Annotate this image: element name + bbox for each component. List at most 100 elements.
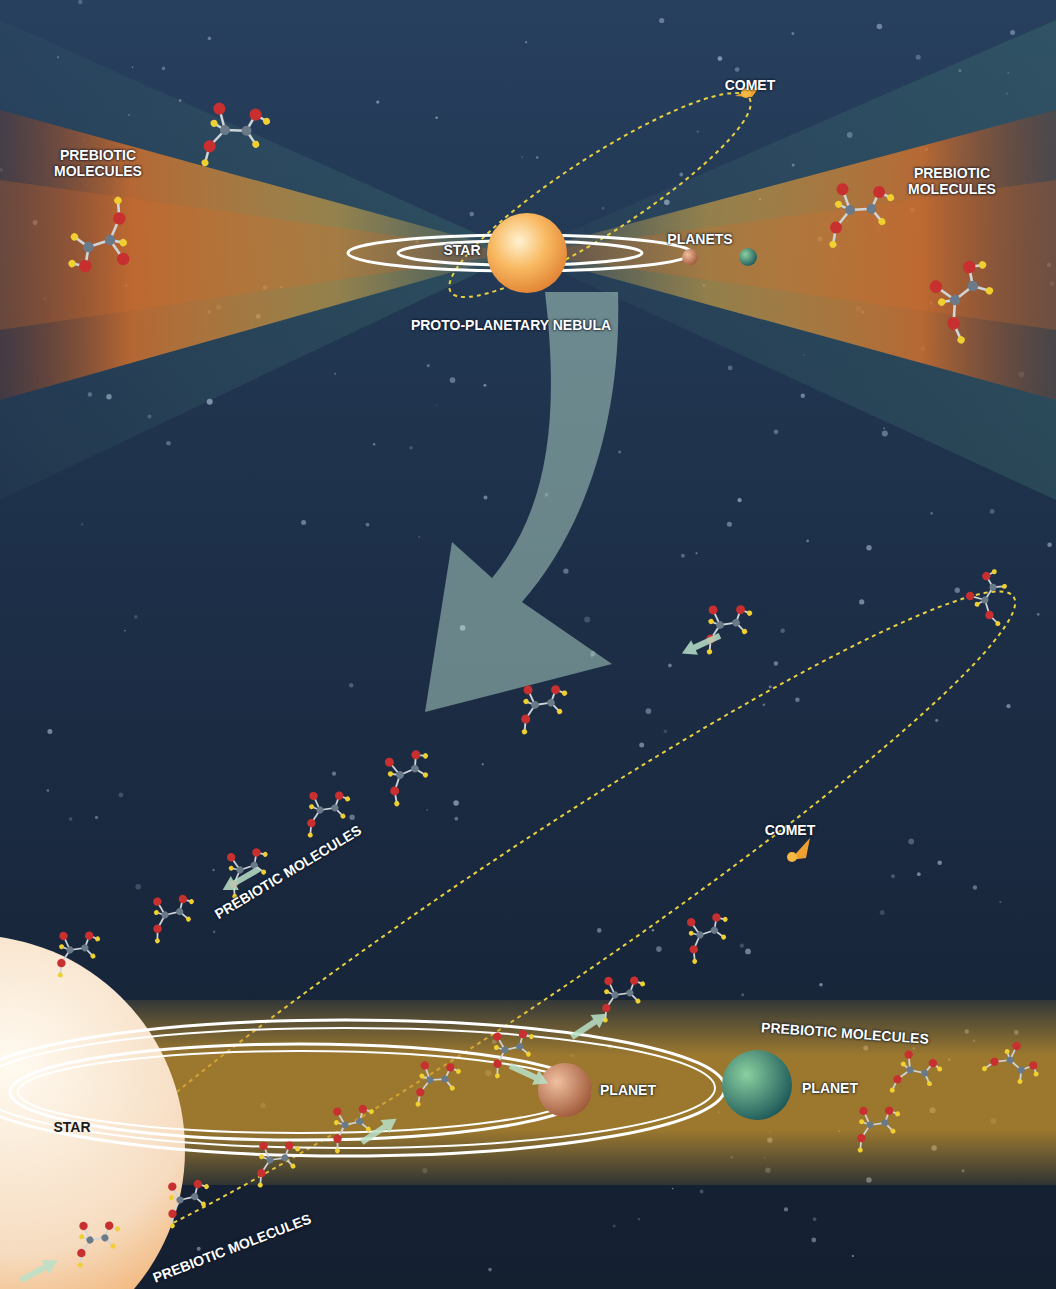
star-dot — [916, 55, 921, 60]
star-dot — [639, 743, 644, 748]
star-dot — [917, 872, 921, 876]
star-dot — [1047, 542, 1052, 547]
star-dot — [763, 703, 766, 706]
star-dot — [741, 993, 744, 996]
star-dot — [69, 817, 73, 821]
star-dot — [47, 789, 50, 792]
star-dot — [435, 116, 438, 119]
star-dot — [738, 498, 742, 502]
star-dot — [973, 885, 977, 889]
star-dot — [1006, 704, 1010, 708]
star-dot — [349, 683, 353, 687]
star-dot — [811, 1238, 816, 1243]
star-dot — [132, 67, 134, 69]
star-dot — [484, 496, 488, 500]
star-dot — [672, 1188, 674, 1190]
comet-label: COMET — [725, 77, 776, 93]
star-dot — [937, 861, 942, 866]
star-dot — [774, 429, 779, 434]
star-dot — [718, 56, 723, 61]
star-dot — [1010, 30, 1015, 35]
star-dot — [213, 931, 216, 934]
star-dot — [597, 928, 602, 933]
star-dot — [679, 173, 683, 177]
star-dot — [366, 523, 370, 527]
star-dot — [521, 156, 523, 158]
star-dot — [784, 1207, 788, 1211]
star-dot — [450, 377, 456, 383]
star-dot — [482, 763, 484, 765]
star-dot — [852, 1255, 854, 1257]
star-dot — [453, 800, 459, 806]
star-dot — [376, 101, 379, 104]
star-dot — [866, 545, 871, 550]
star-dot — [659, 18, 664, 23]
star-dot — [652, 929, 654, 931]
star-dot — [891, 874, 895, 878]
star-dot — [908, 839, 914, 845]
star-dot — [47, 729, 52, 734]
star-dot — [418, 536, 420, 538]
star-dot — [801, 394, 805, 398]
star-dot — [999, 901, 1001, 903]
comet-label: COMET — [765, 822, 816, 838]
molecules-label: PREBIOTIC MOLECULES — [897, 165, 1007, 197]
star-dot — [1037, 613, 1040, 616]
planet-label: PLANET — [802, 1080, 858, 1096]
star-dot — [656, 946, 662, 952]
star-dot — [124, 630, 126, 632]
star-dot — [135, 884, 141, 890]
star-dot — [880, 910, 885, 915]
star-dot — [134, 615, 138, 619]
star-dot — [745, 949, 751, 955]
star-dot — [813, 1217, 817, 1221]
star-dot — [697, 130, 699, 132]
star-dot — [990, 509, 995, 514]
star-dot — [930, 512, 933, 515]
star-label: STAR — [444, 242, 481, 258]
star-dot — [166, 441, 171, 446]
star-dot — [197, 1247, 201, 1251]
star-dot — [525, 41, 527, 43]
star-dot — [859, 599, 864, 604]
star-dot — [81, 523, 83, 525]
star-dot — [728, 366, 733, 371]
star-label: STAR — [54, 1119, 91, 1135]
star-dot — [95, 816, 98, 819]
star-dot — [332, 772, 336, 776]
star-dot — [584, 617, 590, 623]
planet-label: PLANET — [600, 1082, 656, 1098]
planets-label: PLANETS — [667, 231, 732, 247]
star-dot — [646, 708, 652, 714]
star-dot — [484, 384, 487, 387]
star-dot — [454, 817, 458, 821]
star-dot — [436, 405, 438, 407]
star-dot — [883, 427, 885, 429]
star-dot — [681, 554, 685, 558]
star-dot — [613, 1224, 616, 1227]
star-dot — [700, 1190, 704, 1194]
star-dot — [409, 446, 412, 449]
star-dot — [427, 364, 430, 367]
star-dot — [563, 568, 568, 573]
star-dot — [935, 719, 938, 722]
star-dot — [119, 793, 124, 798]
star-dot — [664, 730, 668, 734]
star-dot — [349, 815, 354, 820]
star-dot — [791, 32, 794, 35]
star-dot — [806, 540, 809, 543]
star-dot — [162, 67, 166, 71]
star-dot — [373, 443, 375, 445]
star-dot — [769, 685, 772, 688]
star-dot — [426, 809, 428, 811]
star-dot — [882, 431, 888, 437]
star-dot — [819, 983, 823, 987]
star-dot — [301, 520, 306, 525]
star-dot — [877, 24, 883, 30]
star-dot — [727, 522, 732, 527]
star-dot — [638, 1218, 640, 1220]
star-dot — [780, 629, 785, 634]
star-dot — [774, 661, 778, 665]
star-dot — [740, 944, 744, 948]
